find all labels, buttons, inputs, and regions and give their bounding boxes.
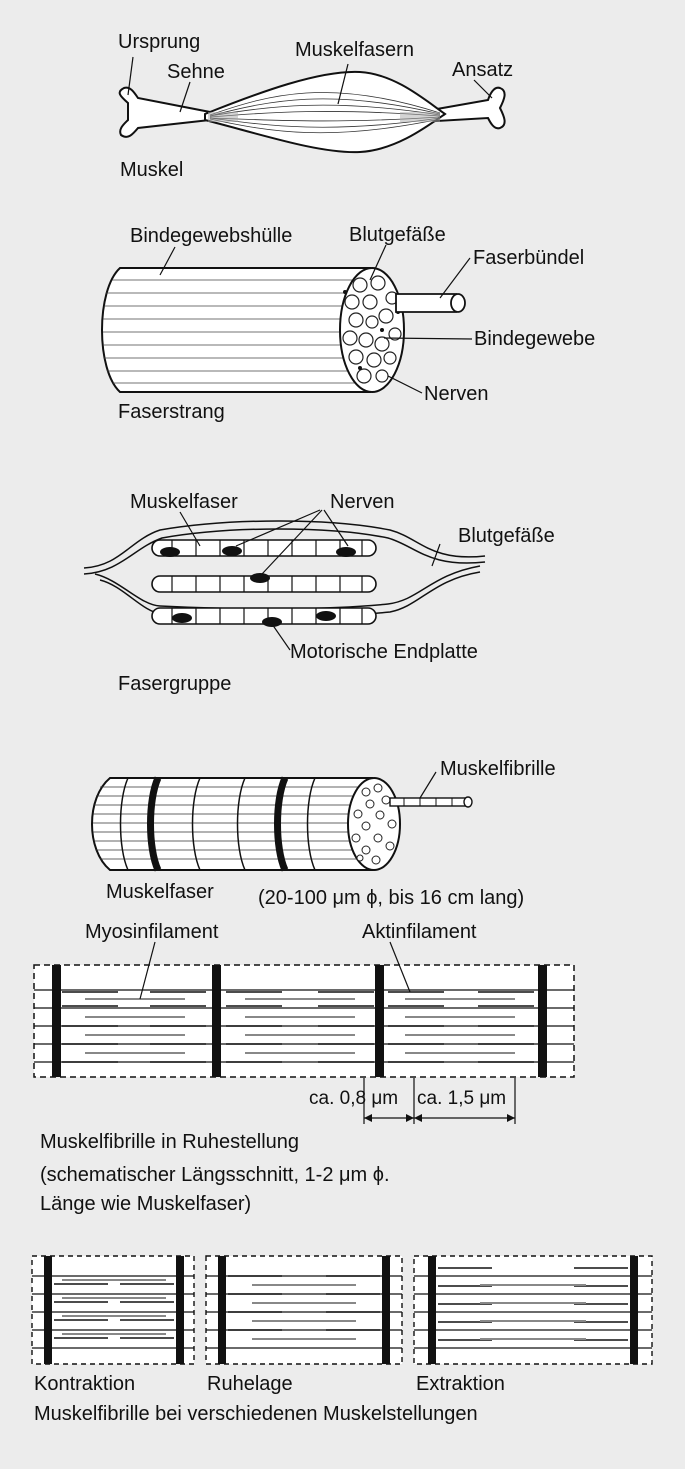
fiber-cylinder [91, 777, 373, 871]
leader-bindegewebshuelle [159, 246, 176, 276]
label-endplatte: Motorische Endplatte [290, 641, 478, 663]
leader-muskelfibrille [419, 771, 437, 799]
panel-muscle-fiber: Muskelfibrille Muskelfaser (20-100 μm ϕ,… [91, 758, 556, 909]
fiber-band-1 [147, 776, 162, 872]
label-ansatz: Ansatz [452, 59, 513, 81]
leader-nerven-2 [387, 375, 423, 394]
muscle-belly [204, 70, 447, 154]
label-nerven-2: Nerven [424, 383, 488, 405]
fibril-contraction [31, 1255, 195, 1365]
panel-fiber-strand: Bindegewebshülle Blutgefäße Faserbündel … [101, 224, 595, 423]
leader-ursprung [127, 56, 134, 96]
origin-bone [118, 86, 211, 138]
protruding-bundle-end [450, 293, 466, 313]
label-faserbuendel: Faserbündel [473, 247, 584, 269]
caption-faserstrang: Faserstrang [118, 401, 225, 423]
leader-faserbuendel [439, 257, 471, 299]
fibril-end [463, 796, 473, 808]
fiber-group-leaders [179, 509, 441, 651]
fiber-band-2 [274, 776, 289, 872]
fibril-cross-sections [351, 783, 397, 865]
panel-muscle: Ursprung Sehne Muskelfasern Ansatz Muske… [118, 31, 513, 181]
myosin-filaments [85, 998, 515, 1054]
caption-fiber-size: (20-100 μm ϕ, bis 16 cm lang) [258, 887, 524, 909]
arrow-1a [364, 1114, 372, 1122]
arrow-2a [414, 1114, 422, 1122]
blood-vessels [83, 520, 486, 618]
fiber-row-3 [151, 607, 377, 627]
label-nerven-3: Nerven [330, 491, 394, 513]
label-aktin: Aktinfilament [362, 921, 477, 943]
caption-ruhestellung-2: (schematischer Längsschnitt, 1-2 μm ϕ. [40, 1164, 390, 1186]
label-sehne: Sehne [167, 61, 225, 83]
fiber-segments [119, 777, 316, 871]
caption-ruhestellung-1: Muskelfibrille in Ruhestellung [40, 1131, 299, 1153]
panel-fibril-positions: Kontraktion Ruhelage Extraktion Muskelfi… [31, 1255, 653, 1425]
label-bindegewebe: Bindegewebe [474, 328, 595, 350]
caption-ruhestellung-3: Länge wie Muskelfaser) [40, 1193, 251, 1215]
tendon-shade-left [208, 112, 238, 122]
dimension-lines [363, 1078, 516, 1124]
leader-aktin [389, 941, 411, 993]
fiber-row-1 [151, 539, 377, 557]
leader-blutgefaesse [369, 244, 387, 281]
panel-fibril-rest: Myosinfilament Aktinfilament ca. 0,8 μm … [33, 921, 575, 1215]
z-discs [52, 965, 547, 1077]
label-ursprung: Ursprung [118, 31, 200, 53]
caption-fasergruppe: Fasergruppe [118, 673, 231, 695]
fibril-rest-position [205, 1255, 403, 1365]
bundle-cross-sections [342, 275, 402, 384]
fiber-row-2 [151, 573, 377, 593]
caption-muskelfaser: Muskelfaser [106, 881, 214, 903]
fiber-striations [93, 786, 370, 860]
label-dim-08: ca. 0,8 μm [309, 1088, 398, 1109]
label-blutgefaesse: Blutgefäße [349, 224, 446, 246]
label-blutgefaesse-3: Blutgefäße [458, 525, 555, 547]
leader-myosin [139, 941, 156, 1000]
protruding-bundle [395, 293, 457, 313]
cylinder-body [101, 267, 371, 393]
fibril-extension [413, 1255, 653, 1365]
insertion-bone [419, 86, 506, 130]
label-extraktion: Extraktion [416, 1373, 505, 1395]
tendon-shade-right [400, 112, 440, 122]
arrow-1b [406, 1114, 414, 1122]
leader-muskelfasern [337, 63, 349, 105]
label-kontraktion: Kontraktion [34, 1373, 135, 1395]
protruding-fibril [389, 797, 467, 807]
label-muskelfibrille: Muskelfibrille [440, 758, 556, 780]
label-ruhelage: Ruhelage [207, 1373, 293, 1395]
leader-sehne [179, 81, 191, 113]
panel-fiber-group: Muskelfaser Nerven Blutgefäße Motorische… [83, 491, 555, 695]
caption-positions: Muskelfibrille bei verschiedenen Muskels… [34, 1403, 478, 1425]
label-bindegewebshuelle: Bindegewebshülle [130, 225, 292, 247]
cylinder-stripes [103, 279, 368, 384]
actin-filaments [62, 991, 534, 1063]
label-myosin: Myosinfilament [85, 921, 219, 943]
label-muskelfasern: Muskelfasern [295, 39, 414, 61]
fibril-marks [403, 798, 453, 806]
leader-ansatz [473, 79, 493, 99]
arrow-2b [507, 1114, 515, 1122]
leader-bindegewebe [383, 337, 473, 340]
label-dim-15: ca. 1,5 μm [417, 1088, 506, 1109]
caption-muskel: Muskel [120, 159, 183, 181]
fibril-outline [33, 964, 575, 1078]
label-muskelfaser-3: Muskelfaser [130, 491, 238, 513]
